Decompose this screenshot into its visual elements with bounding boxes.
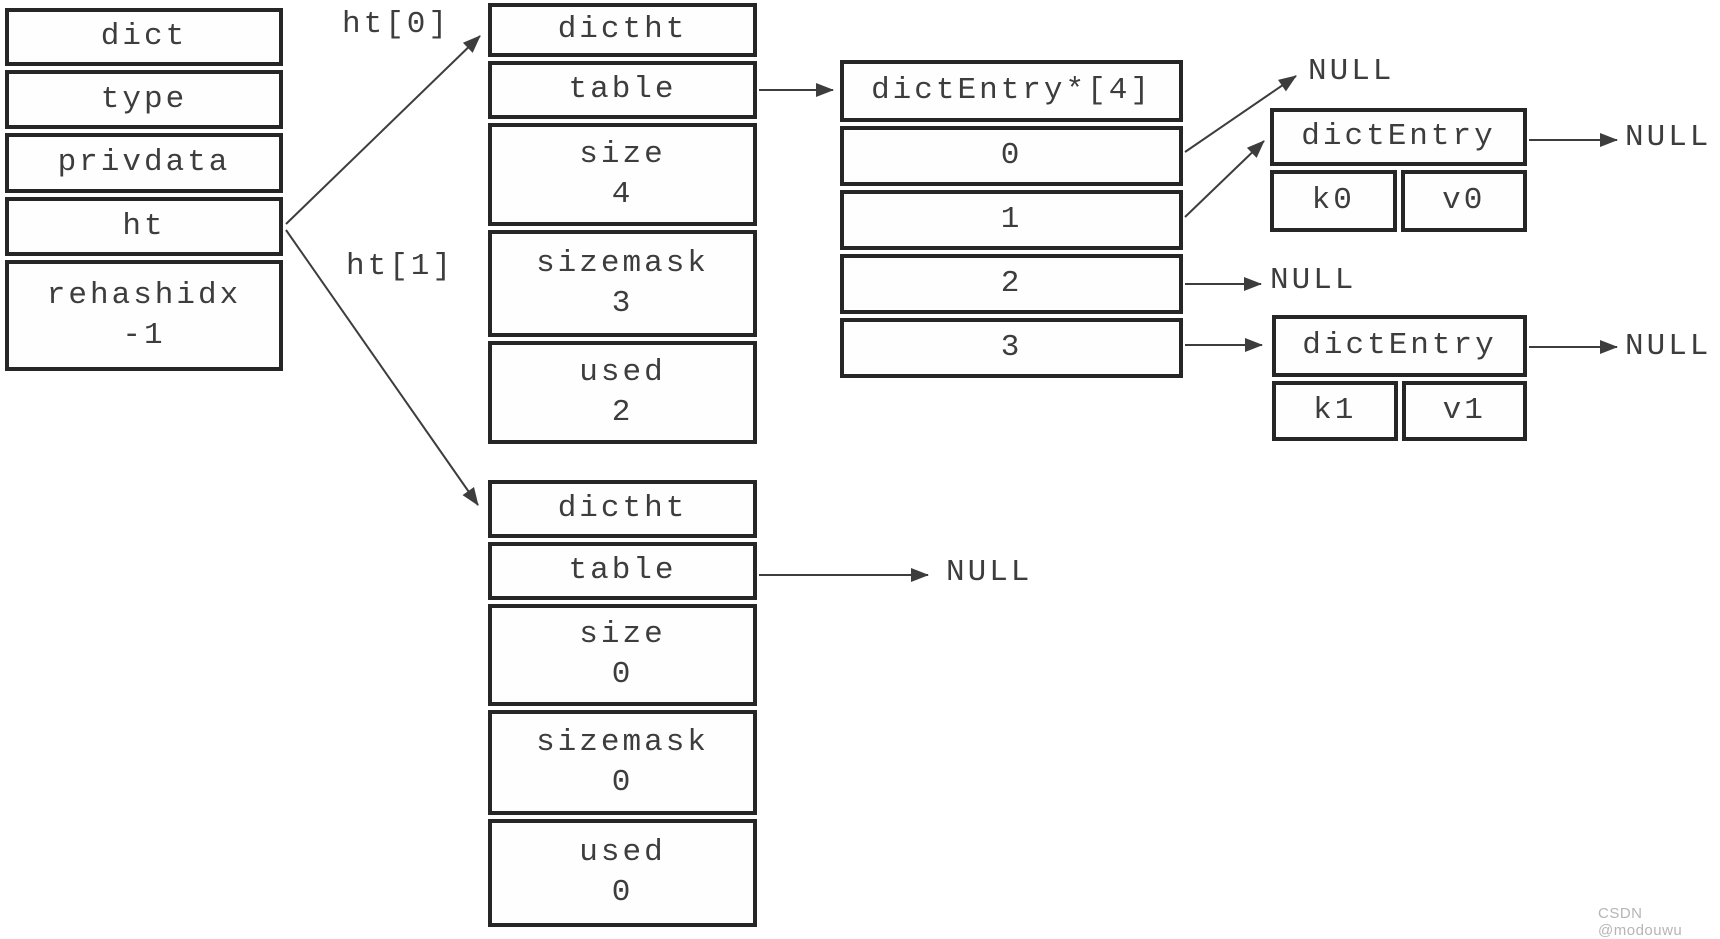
dictht1-title: dictht xyxy=(557,491,688,526)
dict-type-cell: type xyxy=(5,70,283,129)
bucket-slot-3: 3 xyxy=(840,318,1183,378)
dictht0-title: dictht xyxy=(557,12,688,47)
dict-struct-box: dict type privdata ht rehashidx -1 xyxy=(5,8,283,371)
dictht0-table-cell: table xyxy=(488,61,757,119)
dictentry-k0-title-cell: dictEntry xyxy=(1270,108,1527,166)
dict-ht-cell: ht xyxy=(5,197,283,256)
dictht1-title-cell: dictht xyxy=(488,480,757,538)
null-label-slot2: NULL xyxy=(1270,263,1357,298)
dictentry-k0-title: dictEntry xyxy=(1301,119,1496,154)
dictht0-table-label: table xyxy=(568,72,677,107)
dict-rehashidx-cell: rehashidx -1 xyxy=(5,260,283,371)
ht0-pointer-label: ht[0] xyxy=(342,7,451,42)
dictentry-k1-value: v1 xyxy=(1442,393,1486,428)
bucket-slot-3-label: 3 xyxy=(1000,330,1023,365)
dictht0-sizemask-label: sizemask xyxy=(536,245,709,281)
dictht0-size-label: size xyxy=(579,136,666,172)
dictht1-struct-box: dictht table size 0 sizemask 0 used 0 xyxy=(488,480,757,927)
dictht0-used-value: 2 xyxy=(611,394,634,430)
dictht1-size-cell: size 0 xyxy=(488,604,757,706)
dictht0-size-value: 4 xyxy=(611,176,634,212)
bucket-array-title: dictEntry*[4] xyxy=(871,73,1152,108)
dictht1-used-cell: used 0 xyxy=(488,819,757,927)
dictht1-table-label: table xyxy=(568,553,677,588)
dictentry-k1-box: dictEntry k1 v1 xyxy=(1272,315,1527,441)
dictentry-k0-key-cell: k0 xyxy=(1270,170,1397,232)
null-label-entry-k1: NULL xyxy=(1625,329,1712,364)
dictentry-k1-kv-row: k1 v1 xyxy=(1272,381,1527,441)
dictht1-sizemask-cell: sizemask 0 xyxy=(488,710,757,815)
bucket-slot-0-label: 0 xyxy=(1000,138,1023,173)
bucket-slot-0: 0 xyxy=(840,126,1183,186)
dictht0-sizemask-cell: sizemask 3 xyxy=(488,230,757,337)
dict-type-label: type xyxy=(100,81,188,117)
dictentry-k1-key-cell: k1 xyxy=(1272,381,1398,441)
bucket-slot-1: 1 xyxy=(840,190,1183,250)
dictht0-title-cell: dictht xyxy=(488,3,757,57)
dictht1-table-cell: table xyxy=(488,542,757,600)
dictht0-used-cell: used 2 xyxy=(488,341,757,444)
dict-title-cell: dict xyxy=(5,8,283,66)
bucket-slot-2: 2 xyxy=(840,254,1183,314)
dict-privdata-cell: privdata xyxy=(5,133,283,193)
dictentry-k1-key: k1 xyxy=(1313,393,1357,428)
dictentry-k0-box: dictEntry k0 v0 xyxy=(1270,108,1527,232)
dictht1-size-value: 0 xyxy=(611,657,634,692)
csdn-watermark: CSDN @modouwu xyxy=(1598,905,1683,939)
dictht0-size-cell: size 4 xyxy=(488,123,757,226)
dict-privdata-label: privdata xyxy=(57,145,231,180)
arrow-ht0-pointer xyxy=(285,35,481,225)
dictht1-used-label: used xyxy=(579,835,666,870)
ht1-pointer-label: ht[1] xyxy=(346,249,455,284)
dictht0-struct-box: dictht table size 4 sizemask 3 used 2 xyxy=(488,3,757,444)
dictentry-k0-value: v0 xyxy=(1442,183,1486,218)
dict-rehashidx-value: -1 xyxy=(122,317,166,353)
bucket-array-box: dictEntry*[4] 0 1 2 3 xyxy=(840,60,1183,378)
dictht1-used-value: 0 xyxy=(611,875,634,910)
arrow-slot1-to-entry-k0 xyxy=(1184,140,1265,218)
dictht1-sizemask-label: sizemask xyxy=(536,724,709,760)
dictentry-k0-value-cell: v0 xyxy=(1400,170,1527,232)
dict-ht-label: ht xyxy=(122,208,166,244)
bucket-slot-2-label: 2 xyxy=(1000,266,1023,301)
bucket-slot-1-label: 1 xyxy=(1000,202,1023,237)
dictentry-k1-title-cell: dictEntry xyxy=(1272,315,1527,377)
dictentry-k0-key: k0 xyxy=(1311,183,1355,218)
dictentry-k1-value-cell: v1 xyxy=(1401,381,1527,441)
null-label-table1: NULL xyxy=(946,555,1033,590)
dictht1-sizemask-value: 0 xyxy=(611,764,634,800)
dictentry-k1-title: dictEntry xyxy=(1302,328,1497,363)
arrow-ht1-pointer xyxy=(285,229,479,506)
dictht0-used-label: used xyxy=(579,354,666,390)
dictht1-size-label: size xyxy=(579,617,666,652)
dict-rehashidx-label: rehashidx xyxy=(46,277,242,313)
bucket-array-title-cell: dictEntry*[4] xyxy=(840,60,1183,122)
dictentry-k0-kv-row: k0 v0 xyxy=(1270,170,1527,232)
dict-title: dict xyxy=(100,19,188,54)
null-label-slot0: NULL xyxy=(1308,54,1395,89)
dictht0-sizemask-value: 3 xyxy=(611,285,634,321)
arrow-slot0-to-null xyxy=(1184,75,1297,153)
null-label-entry-k0: NULL xyxy=(1625,120,1712,155)
